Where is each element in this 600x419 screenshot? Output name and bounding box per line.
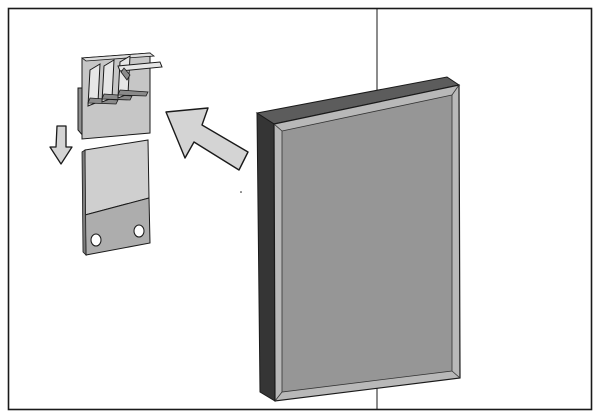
frame-hanger-plate: [81, 139, 151, 256]
screw-hole: [90, 233, 102, 247]
arrow-up-left-icon: [165, 107, 249, 171]
wall-panel: [255, 76, 461, 402]
panel-face: [281, 94, 453, 393]
screw-hole: [133, 224, 145, 238]
outer-frame: [7, 7, 593, 411]
stray-mark: [240, 191, 242, 193]
nail-icon: [117, 61, 163, 81]
wall-hanger-plate: [77, 52, 163, 140]
arrow-down-icon: [49, 125, 73, 165]
